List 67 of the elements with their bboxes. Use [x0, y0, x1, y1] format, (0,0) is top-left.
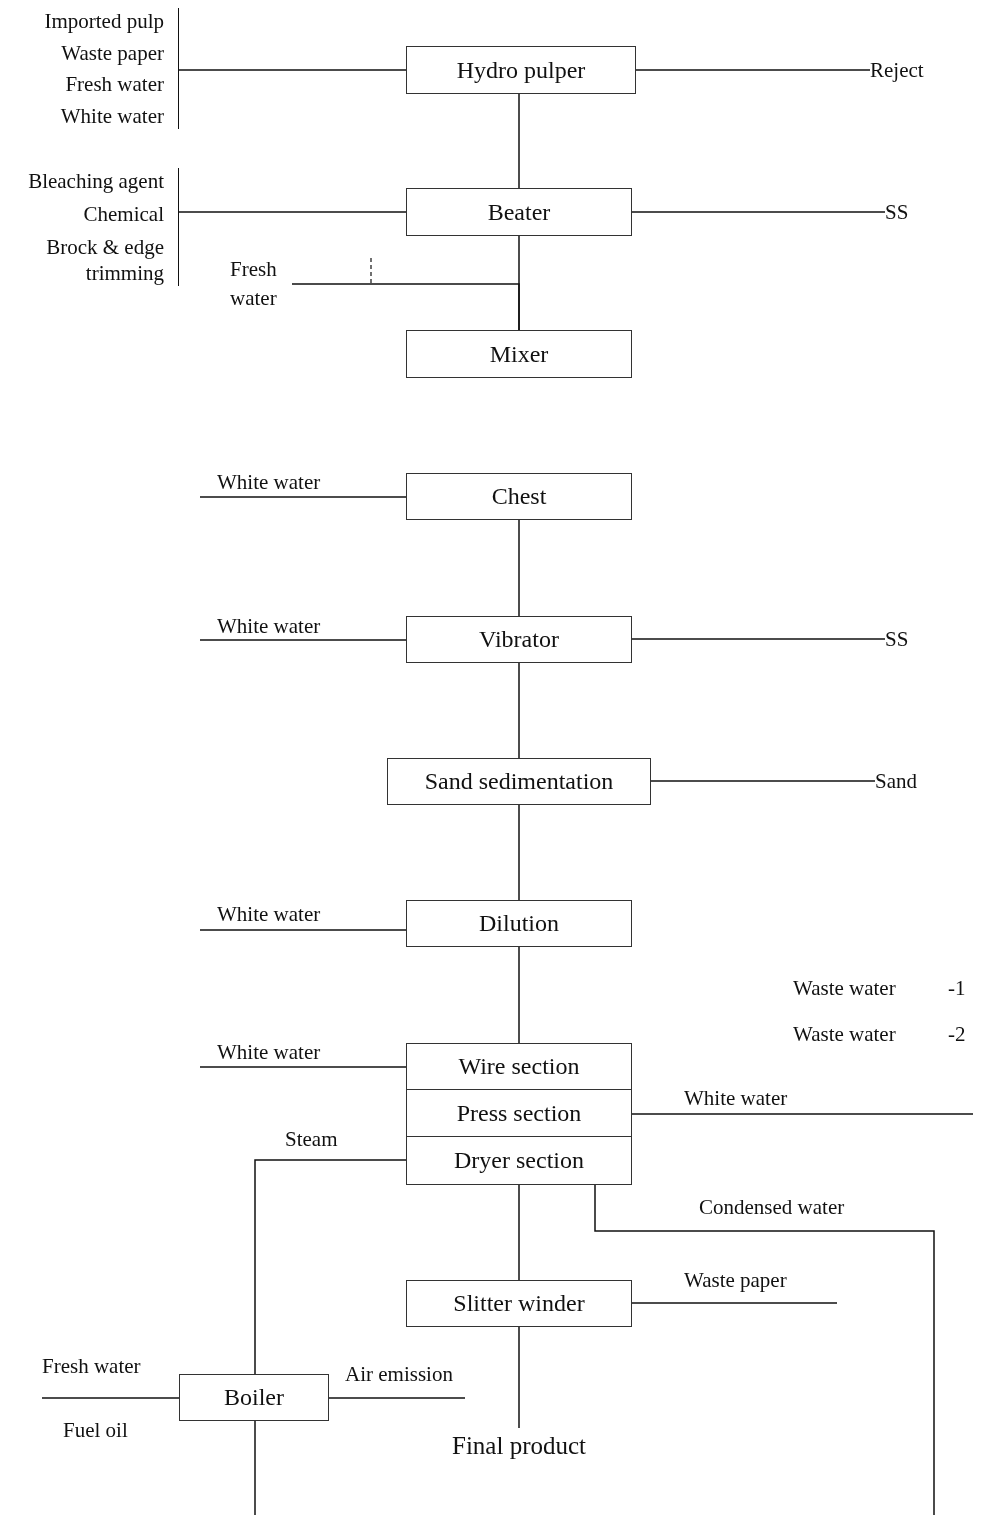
process-box	[406, 1089, 632, 1137]
box-label: Dilution	[479, 910, 559, 937]
note-text: Fuel oil	[63, 1418, 128, 1442]
flow-line	[631, 638, 886, 640]
box-label: Beater	[487, 198, 551, 226]
box-label: Brock & edge trimming	[45, 234, 164, 286]
flow-line	[518, 519, 520, 617]
stream-label: SS	[885, 198, 909, 226]
flow-line	[291, 283, 520, 331]
flow-line	[518, 93, 520, 189]
process-box	[406, 900, 632, 947]
process-box	[406, 616, 632, 663]
flow-line	[199, 496, 407, 498]
stream-label: SS	[885, 625, 909, 653]
flow-line	[631, 1302, 838, 1304]
process-box	[406, 330, 632, 378]
flow-line	[518, 1326, 520, 1429]
stream-label: Reject	[870, 56, 924, 84]
flow-line	[650, 780, 876, 782]
flow-line	[199, 639, 407, 641]
flow-line	[199, 929, 407, 931]
flow-line	[178, 211, 407, 213]
process-box	[406, 1136, 632, 1185]
box-label: Chemical	[83, 201, 164, 227]
flow-line	[518, 804, 520, 901]
flow-line	[254, 1159, 407, 1375]
process-box	[406, 1280, 632, 1327]
box-label: Imported pulp	[44, 8, 164, 34]
box-label: Slitter winder	[453, 1290, 585, 1317]
process-box	[406, 46, 636, 94]
box-label: Boiler	[224, 1384, 284, 1411]
note-text: -1	[948, 976, 966, 1000]
flow-line	[635, 69, 871, 71]
flow-line	[518, 662, 520, 759]
note-text: Waste water	[793, 976, 896, 1000]
flow-line	[594, 1184, 935, 1515]
box-label: Dryer section	[454, 1147, 584, 1174]
flow-line	[328, 1397, 466, 1399]
note-text: -2	[948, 1022, 966, 1046]
flow-line	[199, 1066, 407, 1068]
process-box	[406, 473, 632, 520]
box-label: Fresh water	[65, 71, 164, 98]
box-label: Mixer	[489, 340, 549, 368]
box-label: Bleaching agent	[28, 168, 164, 194]
box-label: Waste paper	[61, 39, 164, 66]
stream-label: Fresh water	[230, 256, 278, 312]
box-label: Hydro pulper	[456, 56, 586, 84]
box-label: Vibrator	[479, 626, 559, 653]
flow-line	[41, 1397, 180, 1399]
process-box	[387, 758, 651, 805]
flow-line	[518, 946, 520, 1044]
flow-line	[631, 211, 886, 213]
process-box	[406, 188, 632, 236]
process-box	[406, 1043, 632, 1090]
flow-line	[178, 69, 407, 71]
product-label: Final product	[452, 1432, 586, 1460]
note-text: Waste water	[793, 1022, 896, 1046]
box-label: White water	[60, 102, 164, 129]
flow-line	[254, 1420, 256, 1515]
box-label: Press section	[456, 1099, 582, 1127]
box-label: Sand sedimentation	[424, 768, 614, 795]
box-label: Chest	[491, 483, 547, 510]
stream-label: Sand	[875, 767, 917, 795]
flow-line	[518, 1184, 520, 1281]
box-label: Wire section	[458, 1053, 580, 1080]
process-box	[179, 1374, 329, 1421]
flow-line	[631, 1113, 974, 1115]
